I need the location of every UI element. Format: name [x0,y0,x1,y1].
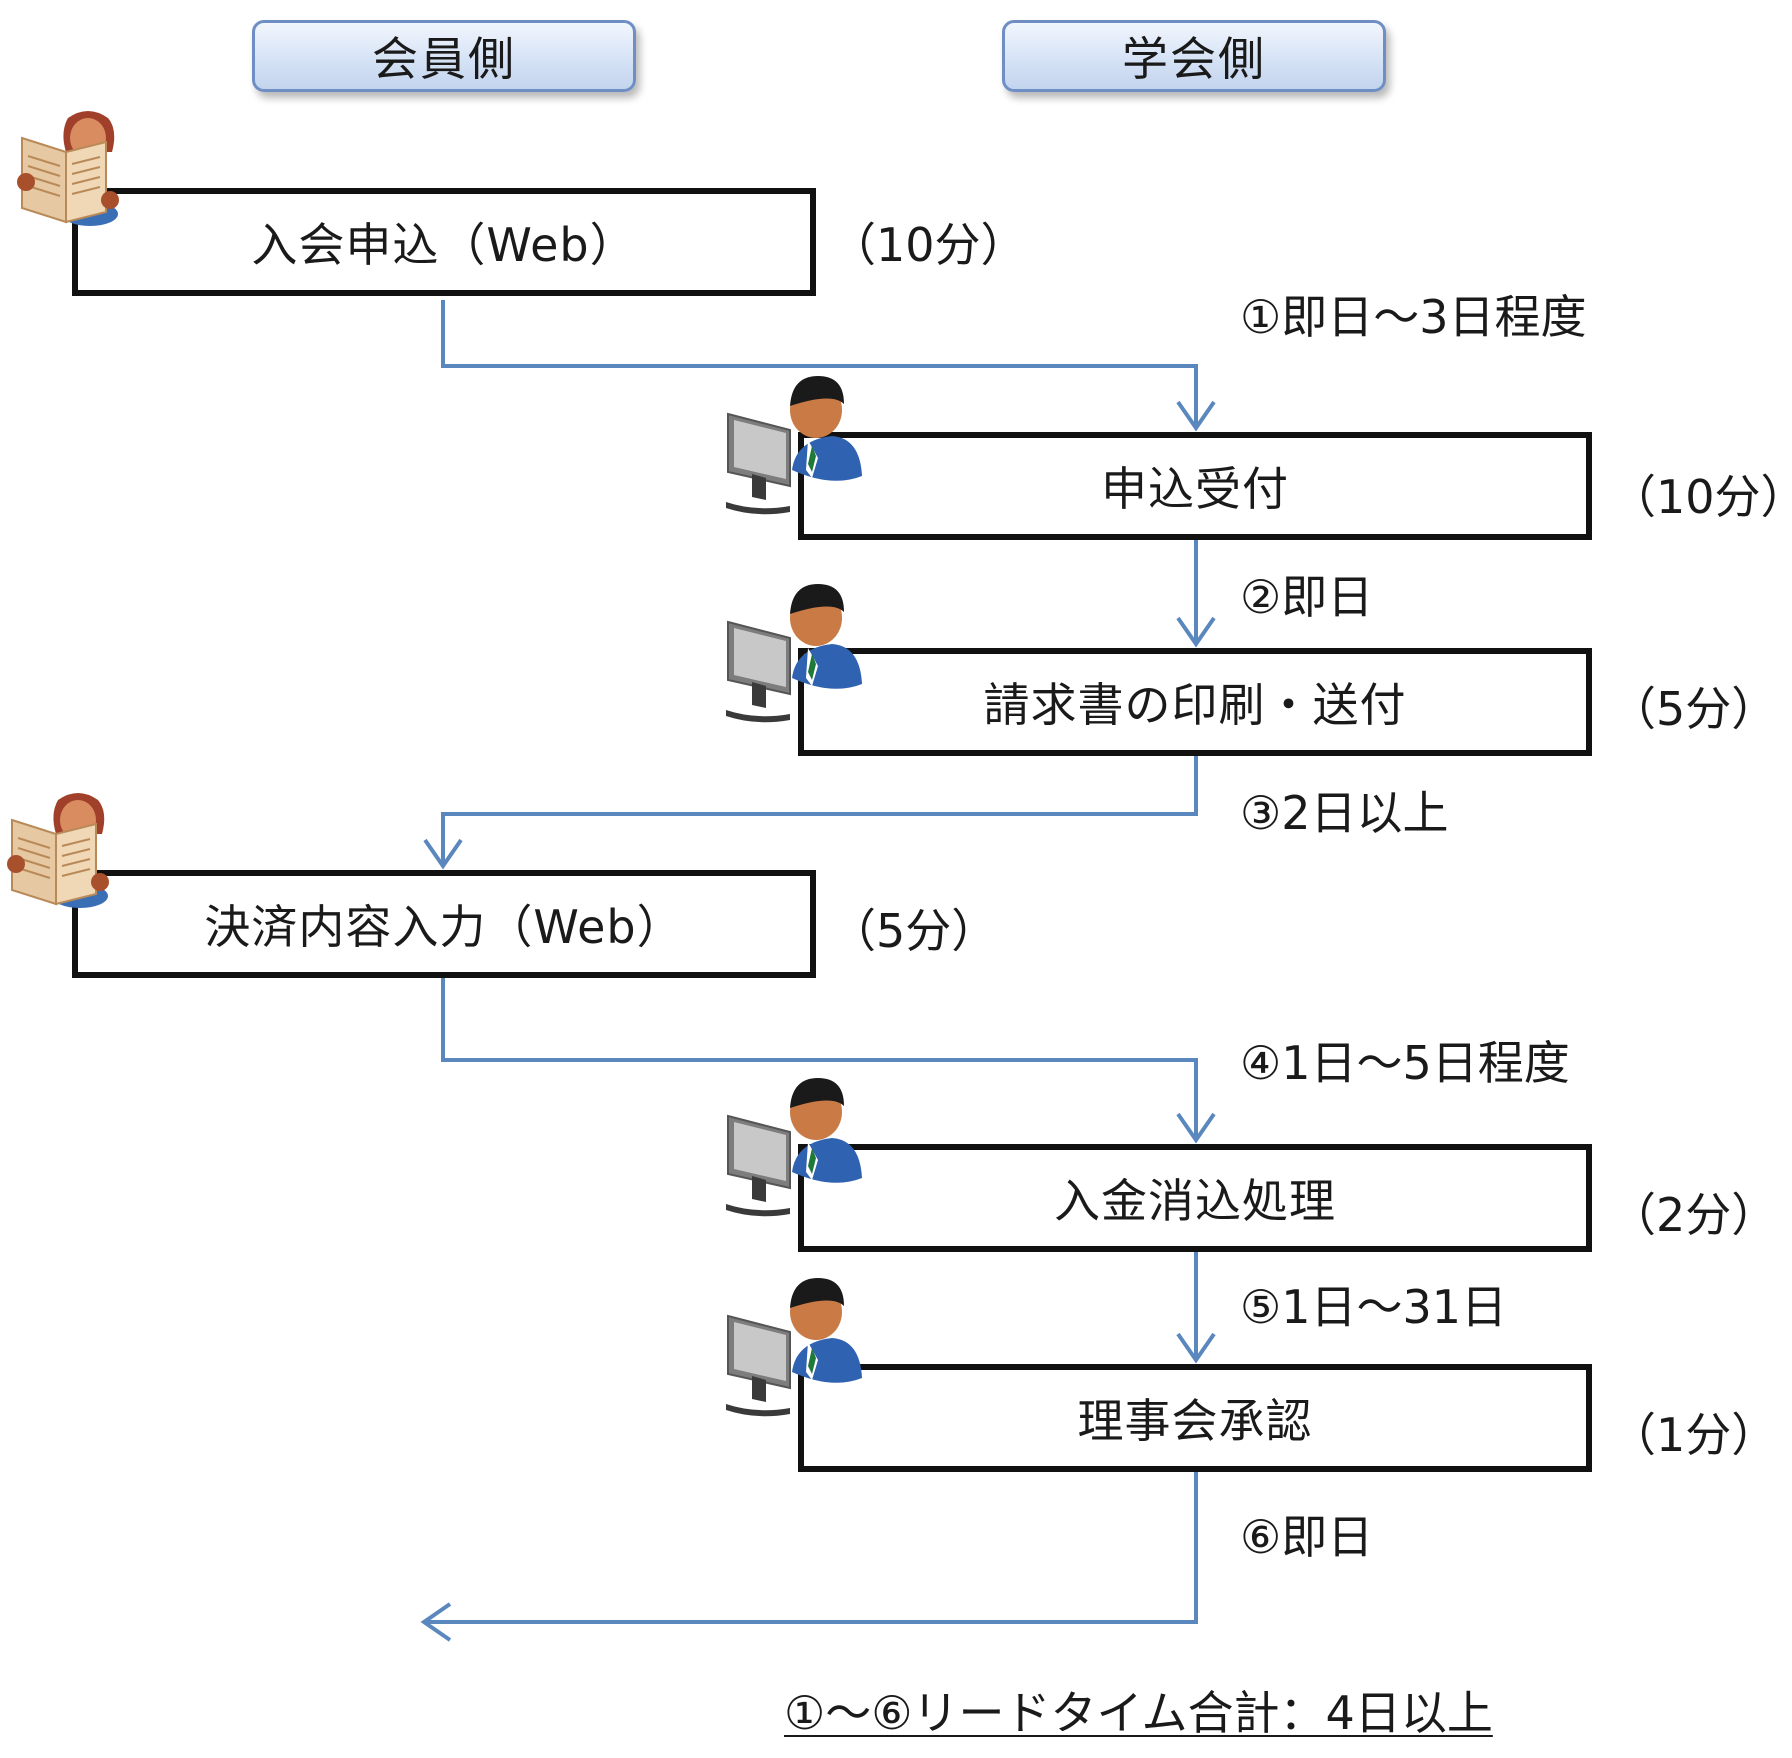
connector-4 [441,978,1198,1138]
arrowhead-3 [423,838,463,870]
step-label-5: 入金消込処理 [1054,1174,1336,1228]
connector-1 [441,300,1198,426]
arrowhead-6 [420,1602,452,1642]
connector-6 [424,1472,1198,1624]
lane-header-member: 会員側 [252,20,636,92]
lane-header-society-label: 学会側 [1122,32,1266,86]
step-box-5: 入金消込処理 [798,1144,1592,1252]
staff-computer-icon [726,1078,862,1217]
step-box-2: 申込受付 [798,432,1592,540]
step-label-3: 請求書の印刷・送付 [983,678,1407,732]
duration-1: （10分） [830,218,1027,272]
lead-time-6: ⑥即日 [1240,1510,1374,1564]
duration-3: （5分） [1610,682,1778,736]
duration-4: （5分） [830,904,998,958]
lead-time-3: ③2日以上 [1240,786,1449,840]
total-lead-time: ①～⑥リードタイム合計：4日以上 [784,1686,1493,1740]
lead-time-4: ④1日～5日程度 [1240,1036,1570,1090]
step-label-4: 決済内容入力（Web） [204,900,684,954]
lane-header-member-label: 会員側 [372,32,516,86]
member-reading-icon [7,793,109,908]
lead-time-2: ②即日 [1240,570,1374,624]
arrowhead-2 [1176,616,1216,648]
arrowhead-4 [1176,1112,1216,1144]
duration-6: （1分） [1610,1408,1778,1462]
step-label-1: 入会申込（Web） [251,218,637,272]
step-label-6: 理事会承認 [1077,1394,1313,1448]
lead-time-1: ①即日～3日程度 [1240,290,1587,344]
arrowhead-5 [1176,1332,1216,1364]
staff-computer-icon [726,584,862,723]
step-box-1: 入会申込（Web） [72,188,816,296]
step-box-6: 理事会承認 [798,1364,1592,1472]
duration-5: （2分） [1610,1188,1778,1242]
connector-3 [441,756,1198,864]
lead-time-5: ⑤1日～31日 [1240,1280,1508,1334]
arrowhead-1 [1176,400,1216,432]
member-reading-icon [17,111,119,226]
lane-header-society: 学会側 [1002,20,1386,92]
step-box-4: 決済内容入力（Web） [72,870,816,978]
staff-computer-icon [726,376,862,515]
step-box-3: 請求書の印刷・送付 [798,648,1592,756]
staff-computer-icon [726,1278,862,1417]
step-label-2: 申込受付 [1101,462,1289,516]
duration-2: （10分） [1610,470,1792,524]
